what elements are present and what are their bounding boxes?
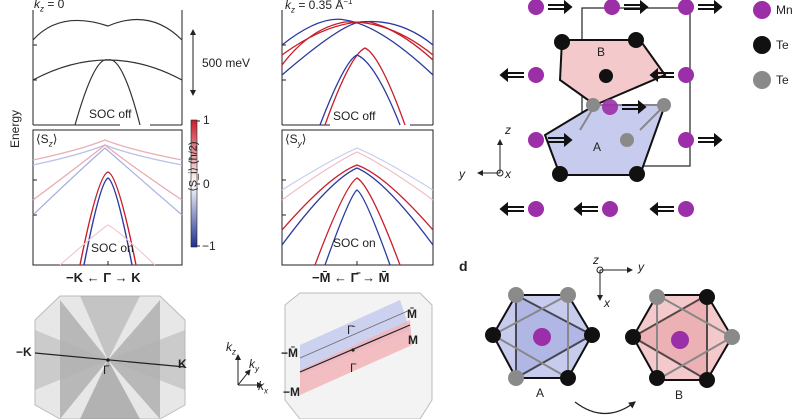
kx-sub: x bbox=[264, 386, 268, 396]
left-mid-spin-label: ⟨Sz⟩ bbox=[36, 132, 57, 148]
left-mid-caption: SOC on bbox=[91, 241, 134, 255]
left-top-title: kz = 0 bbox=[34, 0, 64, 13]
middle-mid-plot bbox=[281, 129, 434, 266]
scale-bar-label: 500 meV bbox=[202, 56, 251, 70]
region-B-label: B bbox=[597, 45, 606, 59]
bz-mid-minus-m: −M bbox=[283, 385, 301, 399]
k-axis-kz-label: kz bbox=[226, 340, 236, 356]
d-axes bbox=[596, 266, 633, 301]
spin-colorbar bbox=[190, 119, 200, 248]
left-kz-symbol: k bbox=[34, 0, 40, 11]
bz-mid-gamma: Γ bbox=[350, 361, 357, 375]
kz-sub: z bbox=[232, 347, 236, 357]
mid-kz-sub: z bbox=[291, 5, 295, 15]
middle-top-plot bbox=[281, 10, 434, 126]
d-octahedron-B bbox=[625, 289, 740, 388]
k-axes bbox=[235, 354, 263, 388]
crystal-axis-x: x bbox=[505, 167, 511, 181]
left-kz-rest: = 0 bbox=[44, 0, 65, 11]
mid-spin-sub: y bbox=[297, 139, 302, 149]
middle-top-caption: SOC off bbox=[333, 109, 376, 123]
middle-axis-label: −M̄ ← Γ̄ → M̄ bbox=[312, 270, 390, 285]
kz-k: k bbox=[226, 340, 232, 354]
transform-arrow bbox=[574, 401, 636, 414]
mid-spin-open: ⟨S bbox=[285, 132, 298, 146]
left-axis-label: −K ← Γ → K bbox=[66, 270, 141, 285]
panel-d-letter: d bbox=[459, 258, 468, 274]
middle-brillouin-zone bbox=[284, 292, 433, 419]
bz-mid-mbar-top: M̄ bbox=[407, 307, 417, 321]
ky-sub: y bbox=[255, 364, 259, 374]
middle-mid-spin-label: ⟨Sy⟩ bbox=[285, 132, 306, 148]
bz-left-gamma: Γ bbox=[103, 363, 110, 377]
d-label-A: A bbox=[536, 386, 545, 400]
colorbar-zero: 0 bbox=[203, 177, 210, 191]
k-axis-ky-label: ky bbox=[249, 357, 259, 373]
colorbar-min: −1 bbox=[202, 239, 216, 253]
crystal-axes bbox=[477, 139, 504, 177]
mid-kz-sup: −1 bbox=[343, 0, 353, 6]
d-octahedron-A bbox=[485, 287, 600, 386]
k-axis-kx-label: kx bbox=[258, 379, 268, 395]
left-top-caption: SOC off bbox=[89, 107, 132, 121]
mid-kz-symbol: k bbox=[285, 0, 291, 12]
kx-k: k bbox=[258, 379, 264, 393]
left-spin-close: ⟩ bbox=[52, 132, 58, 146]
crystal-axis-y: y bbox=[459, 167, 465, 181]
ky-k: k bbox=[249, 357, 255, 371]
left-kz-sub: z bbox=[40, 4, 44, 14]
bz-mid-gamma-bar: Γ̄ bbox=[347, 323, 354, 337]
left-spin-open: ⟨S bbox=[36, 132, 49, 146]
bz-mid-mbar-left: −M̄ bbox=[281, 346, 299, 360]
legend-mn: Mn bbox=[776, 3, 793, 17]
d-axis-z: z bbox=[593, 253, 599, 267]
colorbar-max: 1 bbox=[203, 113, 210, 127]
crystal-structure bbox=[499, 0, 723, 217]
legend-te-grey: Te bbox=[776, 73, 789, 87]
middle-mid-caption: SOC on bbox=[333, 236, 376, 250]
left-top-plot bbox=[32, 10, 183, 126]
left-spin-sub: z bbox=[48, 139, 53, 149]
legend bbox=[753, 1, 771, 89]
bz-left-plus-k: K bbox=[178, 357, 187, 371]
crystal-axis-z: z bbox=[505, 123, 511, 137]
legend-te-black: Te bbox=[776, 38, 789, 52]
bz-mid-m: M bbox=[408, 333, 418, 347]
left-mid-plot bbox=[32, 129, 183, 266]
d-axis-x: x bbox=[604, 296, 610, 310]
middle-top-title: kz = 0.35 Å−1 bbox=[285, 0, 353, 14]
mid-kz-rest: = 0.35 Å bbox=[295, 0, 344, 12]
d-axis-y: y bbox=[638, 260, 644, 274]
bz-left-minus-k: −K bbox=[16, 345, 32, 359]
mid-spin-close: ⟩ bbox=[301, 132, 307, 146]
region-A-label: A bbox=[593, 140, 602, 154]
colorbar-title: ⟨S_i⟩ (ħ/2) bbox=[187, 141, 200, 192]
mn-atom-row-1 bbox=[528, 0, 694, 15]
left-brillouin-zone bbox=[34, 295, 186, 419]
d-label-B: B bbox=[675, 388, 684, 402]
